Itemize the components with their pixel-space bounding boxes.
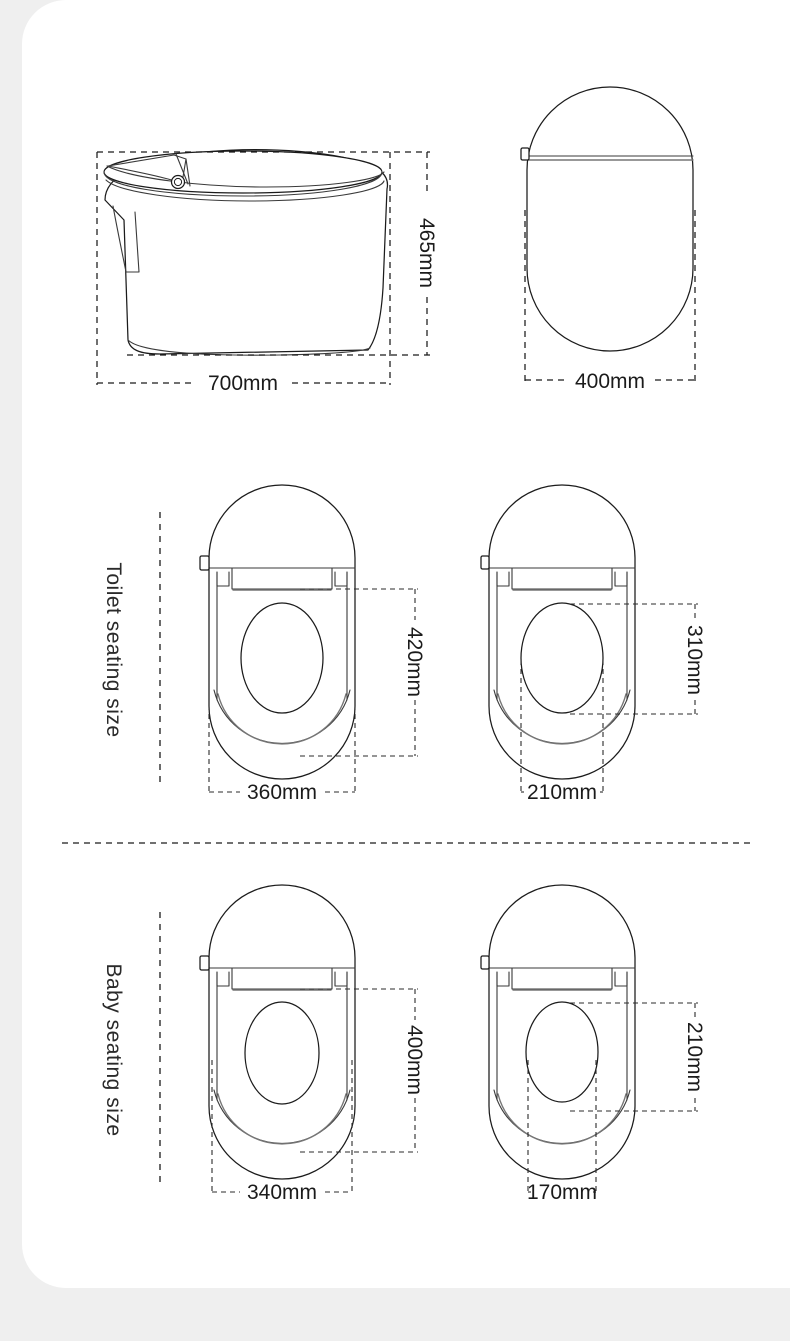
seat-outer-rim-shadow	[217, 693, 347, 745]
section-label-toilet: Toilet seating size	[102, 562, 125, 737]
dim-label-310: 310mm	[683, 625, 706, 695]
baby-seat-inner-side-lines	[216, 971, 348, 1101]
view-top-plan: 400mm	[520, 86, 696, 393]
view-side-elevation: 700mm 465mm	[96, 149, 438, 395]
section-label-baby: Baby seating size	[102, 963, 125, 1136]
lid-rim-lower	[103, 171, 383, 197]
opening-inner-side-lines	[496, 571, 628, 701]
hinge-edge-line-2	[175, 153, 189, 185]
baby-seat-control-panel	[231, 967, 333, 990]
view-seat-outer: 360mm 420mm	[199, 484, 426, 804]
lid-hinge-bracket	[107, 154, 187, 184]
seat-inner-side-lines	[216, 571, 348, 701]
seat-control-panel	[231, 567, 333, 590]
baby-opening-inner-side-lines	[496, 971, 628, 1101]
hinge-tab	[520, 147, 530, 161]
view-seat-opening: 210mm 310mm	[480, 484, 706, 804]
baby-seat-opening-oval	[244, 1001, 320, 1105]
lid-seam	[106, 165, 385, 188]
dim-label-210-width: 210mm	[527, 781, 597, 804]
dim-label-700: 700mm	[208, 372, 278, 395]
dim-label-340: 340mm	[247, 1181, 317, 1204]
dim-label-360: 360mm	[247, 781, 317, 804]
seat-opening-oval	[240, 602, 324, 714]
dim-label-465: 465mm	[415, 218, 438, 288]
baby-seat-outer-rim-shadow	[217, 1093, 347, 1145]
side-flap-detail	[112, 205, 140, 273]
baby-opening-control-panel	[511, 967, 613, 990]
dim-label-210-baby: 210mm	[683, 1022, 706, 1092]
hinge-knob-inner	[173, 177, 183, 187]
dim-label-420: 420mm	[403, 627, 426, 697]
baby-seat-hinge-tab	[199, 955, 210, 971]
toilet-top-capsule	[526, 86, 694, 352]
baby-opening-seat-oval	[525, 1001, 599, 1103]
hinge-edge-line	[185, 158, 191, 187]
dim-label-400-baby: 400mm	[403, 1025, 426, 1095]
baby-opening-outer-rim-shadow	[497, 1093, 627, 1145]
lid-rim-inner	[105, 179, 385, 202]
dim-label-170: 170mm	[527, 1181, 597, 1204]
opening-control-panel	[511, 567, 613, 590]
opening-hinge-tab	[480, 555, 490, 570]
seat-hinge-tab	[199, 555, 210, 571]
baby-opening-hinge-tab	[480, 955, 490, 970]
view-baby-seat-outer: 340mm 400mm	[199, 884, 426, 1204]
opening-outer-rim-shadow	[497, 693, 627, 745]
view-baby-seat-opening: 170mm 210mm	[480, 884, 706, 1204]
opening-seat-oval	[520, 602, 604, 714]
dim-label-400-top: 400mm	[575, 370, 645, 393]
